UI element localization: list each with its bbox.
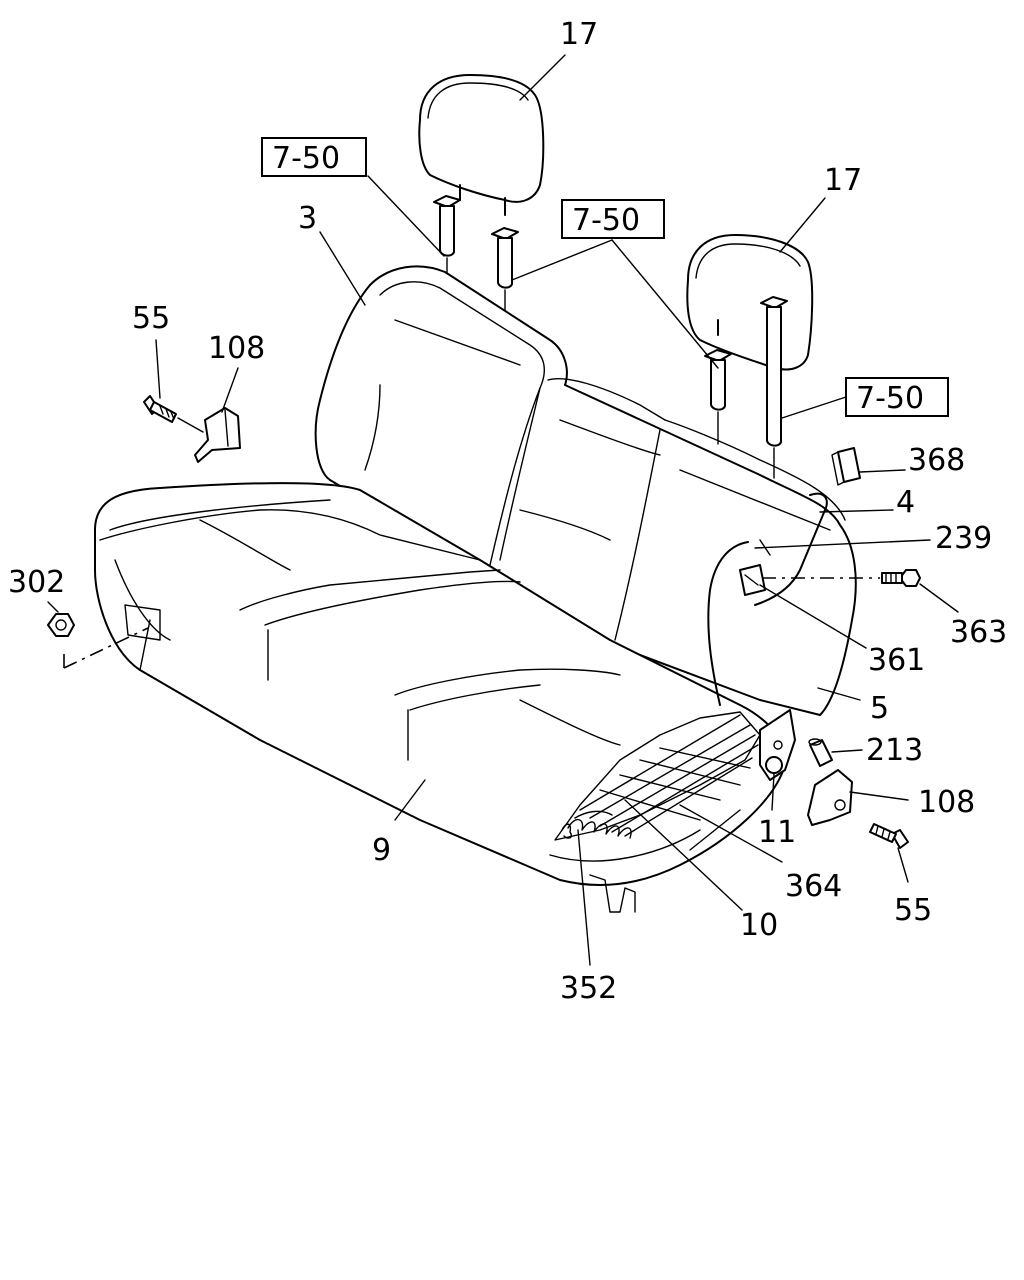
callout-55a: 55 xyxy=(132,301,170,336)
headrest-guide-2 xyxy=(491,227,519,323)
callout-9: 9 xyxy=(372,833,391,868)
callout-7-50a: 7-50 xyxy=(272,141,340,176)
trim-cover-108-left xyxy=(194,407,241,463)
callout-4: 4 xyxy=(896,485,915,520)
nut-302 xyxy=(47,613,75,637)
callout-363: 363 xyxy=(950,615,1007,650)
callout-17b: 17 xyxy=(824,163,862,198)
callout-17a: 17 xyxy=(560,17,598,52)
callout-108a: 108 xyxy=(208,331,265,366)
bolt-363 xyxy=(881,569,921,587)
headrest-guide-4 xyxy=(760,296,788,479)
callout-11: 11 xyxy=(758,815,796,850)
cushion-frame xyxy=(554,711,761,841)
ref-box-7-50-c xyxy=(845,377,949,417)
callout-3: 3 xyxy=(298,201,317,236)
callout-213: 213 xyxy=(866,733,923,768)
callout-7-50c: 7-50 xyxy=(856,381,924,416)
ref-box-7-50-a xyxy=(261,137,367,177)
collar-213 xyxy=(808,738,833,767)
callout-5: 5 xyxy=(870,691,889,726)
callout-302: 302 xyxy=(8,565,65,600)
headrest-left xyxy=(418,74,545,216)
bracket-368 xyxy=(831,447,861,486)
leader-lines xyxy=(47,54,959,966)
screw-55-left xyxy=(143,395,177,423)
callout-239: 239 xyxy=(935,521,992,556)
callout-10: 10 xyxy=(740,908,778,943)
callout-364: 364 xyxy=(785,869,842,904)
screw-55-right xyxy=(869,823,909,849)
headrest-right xyxy=(686,234,814,371)
spring-352 xyxy=(561,818,632,839)
ref-box-7-50-b xyxy=(561,199,665,239)
callout-55b: 55 xyxy=(894,893,932,928)
fastener-axes xyxy=(63,577,880,669)
headrest-guide-3 xyxy=(704,349,732,445)
callout-108b: 108 xyxy=(918,785,975,820)
callout-368: 368 xyxy=(908,443,965,478)
callout-361: 361 xyxy=(868,643,925,678)
recliner-mechanism xyxy=(739,564,796,781)
seat-back xyxy=(314,265,857,716)
trim-cover-108-right xyxy=(807,769,853,826)
callout-352: 352 xyxy=(560,971,617,1006)
callout-7-50b: 7-50 xyxy=(572,203,640,238)
